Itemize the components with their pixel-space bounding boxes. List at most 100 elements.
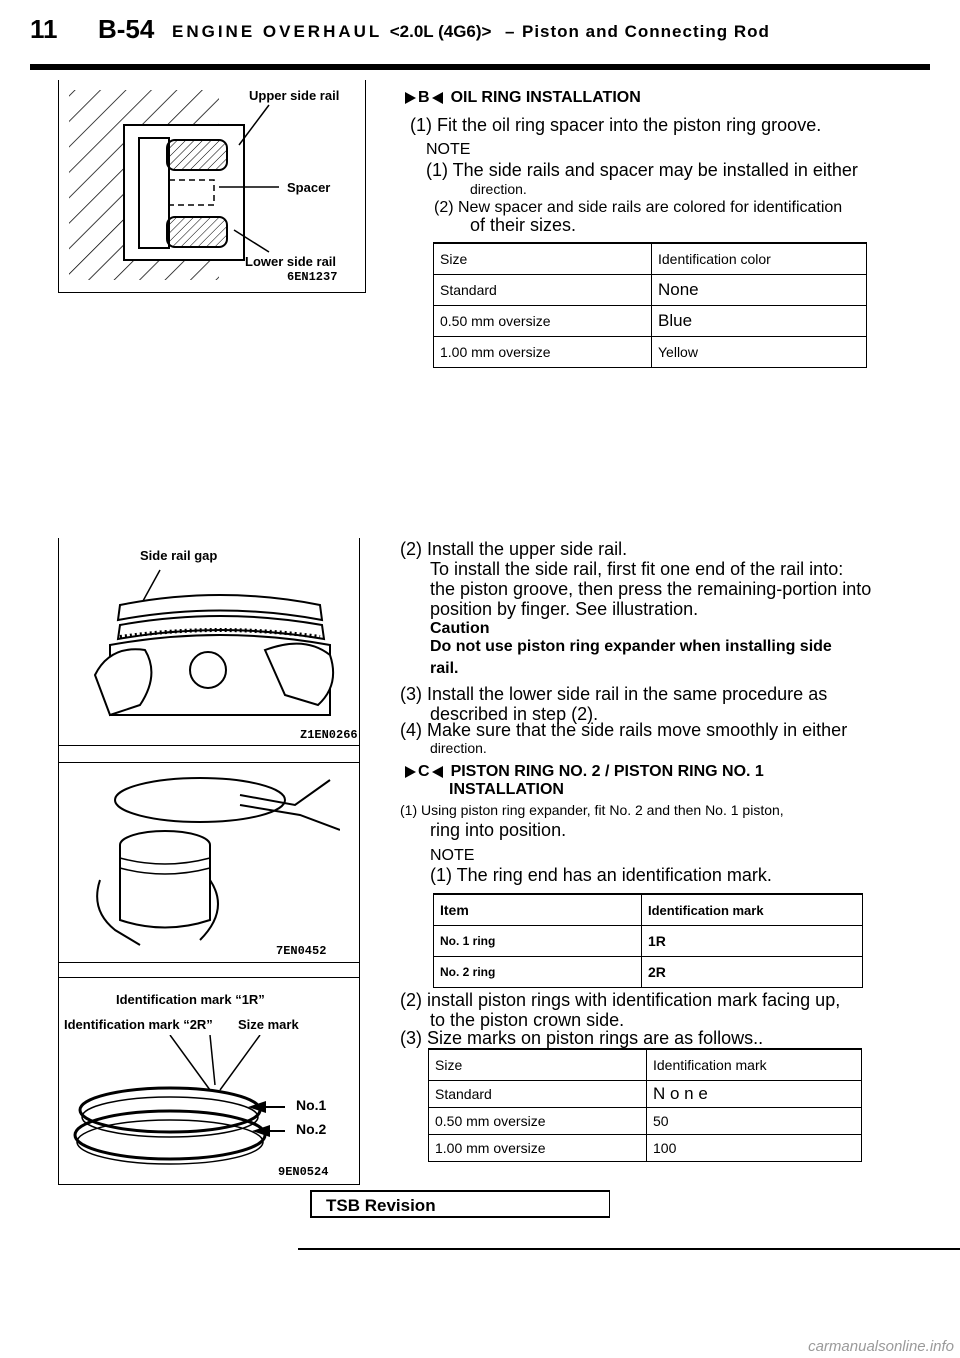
figure-column (58, 538, 360, 1184)
table-row: 0.50 mm oversize Blue (433, 305, 867, 337)
step-text: described in step (2). (430, 704, 599, 724)
figure-divider (58, 962, 360, 963)
table-cell: No. 1 ring (433, 925, 642, 957)
section-title-cont: INSTALLATION (449, 781, 564, 798)
step-text: To install the side rail, first fit one … (430, 559, 844, 579)
section-marker: B (418, 89, 430, 106)
ring-expander-illustration (96, 777, 340, 946)
table-header-cell: Size (433, 242, 652, 275)
step-text: the piston groove, then press the remain… (430, 579, 872, 599)
ref-arrow-left-icon (431, 91, 443, 104)
table-header-cell: Identification mark (641, 893, 863, 926)
page-subtitle: Piston and Connecting Rod (522, 22, 770, 41)
note-text: (2) New spacer and side rails are colore… (434, 199, 843, 216)
table-header-row: Item Identification mark (433, 893, 863, 926)
section-c-heading: C PISTON RING NO. 2 / PISTON RING NO. 1 (405, 762, 764, 782)
table-cell: 0.50 mm oversize (433, 305, 652, 337)
oil-ring-diagram (69, 90, 279, 280)
table-cell: No. 2 ring (433, 956, 642, 988)
step-text: position by finger. See illustration. (430, 599, 699, 619)
label-size-mark: Size mark (238, 1017, 299, 1032)
label-upper-side-rail: Upper side rail (249, 88, 340, 103)
figure-code: 7EN0452 (276, 944, 327, 958)
table-header-cell: Identification color (651, 242, 867, 275)
step-text: direction. (430, 740, 487, 756)
table-cell: Yellow (651, 336, 867, 368)
table-cell: 100 (646, 1134, 862, 1162)
ref-arrow-left-icon (431, 765, 443, 778)
label-ring-no2: No.2 (296, 1121, 327, 1137)
note-text: (1) The side rails and spacer may be ins… (426, 160, 858, 180)
page-title: ENGINE OVERHAUL <2.0L (4G6)> (172, 22, 491, 42)
table-row: Standard None (433, 274, 867, 306)
ring-id-table: Item Identification mark No. 1 ring 1R N… (433, 893, 863, 988)
figure-code: Z1EN0266 (300, 728, 358, 742)
label-identification-1r: Identification mark “1R” (116, 992, 265, 1007)
step-text: to the piston crown side. (430, 1010, 625, 1030)
page-code: B-54 (98, 14, 155, 44)
oil-ring-size-table: Size Identification color Standard None … (433, 242, 867, 368)
figure-divider (58, 762, 360, 763)
table-row: Standard N o n e (428, 1080, 862, 1108)
table-header-cell: Identification mark (646, 1048, 862, 1081)
table-cell: Standard (428, 1080, 647, 1108)
section-title: PISTON RING NO. 2 / PISTON RING NO. 1 (450, 763, 764, 780)
header-rule (30, 64, 930, 70)
table-header-row: Size Identification color (433, 242, 867, 275)
caution-text: Do not use piston ring expander when ins… (430, 638, 832, 655)
size-mark-table: Size Identification mark Standard N o n … (428, 1048, 862, 1162)
step-text: ring into position. (430, 820, 567, 840)
note-text: direction. (470, 181, 527, 197)
figure-divider (58, 977, 360, 978)
engine-text: <2.0L (4G6)> (389, 22, 492, 41)
side-rail-install-illustration (93, 569, 334, 717)
footer-rule (298, 1248, 960, 1250)
section-title: OIL RING INSTALLATION (450, 89, 641, 106)
title-text: ENGINE OVERHAUL (172, 22, 382, 41)
section-b-heading: B OIL RING INSTALLATION (405, 88, 641, 108)
table-row: 0.50 mm oversize 50 (428, 1107, 862, 1135)
table-row: No. 2 ring 2R (433, 956, 863, 988)
section-number: 11 (30, 14, 58, 44)
piston-rings-diagram (73, 1035, 285, 1165)
table-cell: 2R (641, 956, 863, 988)
caution-text: rail. (430, 660, 459, 677)
table-cell: Standard (433, 274, 652, 306)
figure-code: 9EN0524 (278, 1165, 329, 1179)
tsb-revision-box: TSB Revision (310, 1190, 610, 1218)
ref-arrow-right-icon (405, 91, 416, 104)
step-text: (3) Size marks on piston rings are as fo… (400, 1028, 764, 1048)
figure-bottom-rule (58, 1184, 360, 1185)
note-label: NOTE (426, 141, 471, 158)
step-text: (2) Install the upper side rail. (400, 539, 628, 559)
figure-oil-ring: Upper side rail Spacer Lower side rail 6… (58, 80, 366, 293)
table-cell: N o n e (646, 1080, 862, 1108)
note-text: (1) The ring end has an identification m… (430, 865, 772, 885)
title-separator: – (505, 22, 515, 41)
table-row: 1.00 mm oversize 100 (428, 1134, 862, 1162)
label-identification-2r: Identification mark “2R” (64, 1017, 213, 1032)
figure-divider (58, 745, 360, 746)
step-text: (3) Install the lower side rail in the s… (400, 684, 828, 704)
table-row: No. 1 ring 1R (433, 925, 863, 957)
table-header-row: Size Identification mark (428, 1048, 862, 1081)
table-cell: 50 (646, 1107, 862, 1135)
table-cell: 1.00 mm oversize (433, 336, 652, 368)
table-cell: None (651, 274, 867, 306)
section-marker: C (418, 763, 430, 780)
note-text: of their sizes. (470, 215, 577, 235)
label-side-rail-gap: Side rail gap (140, 548, 218, 563)
table-cell: 1R (641, 925, 863, 957)
label-spacer: Spacer (287, 180, 331, 195)
caution-label: Caution (430, 620, 490, 637)
table-header-cell: Item (433, 893, 642, 926)
note-label: NOTE (430, 847, 475, 864)
label-ring-no1: No.1 (296, 1097, 327, 1113)
step-text: (4) Make sure that the side rails move s… (400, 720, 848, 740)
table-header-cell: Size (428, 1048, 647, 1081)
ref-arrow-right-icon (405, 765, 416, 778)
figure-code: 6EN1237 (287, 270, 338, 284)
step-text: (1) Using piston ring expander, fit No. … (400, 802, 784, 818)
step-text: (2) install piston rings with identifica… (400, 990, 841, 1010)
watermark: carmanualsonline.info (808, 1338, 954, 1355)
